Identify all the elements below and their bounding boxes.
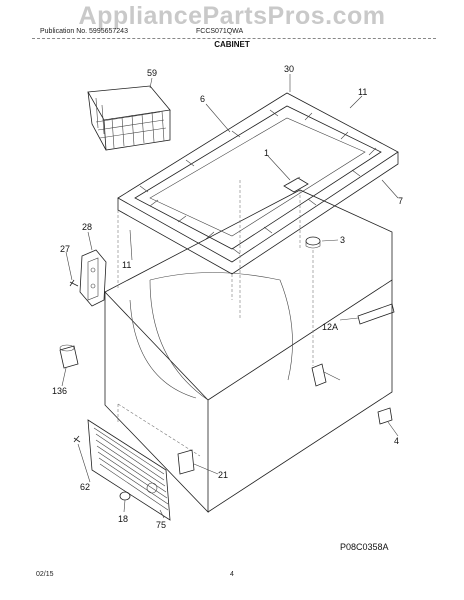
screw-part-27	[69, 279, 79, 287]
callout-11-upper: 11	[358, 87, 367, 97]
drain-fitting-part	[311, 250, 341, 387]
publication-number: Publication No. 5995657243	[40, 28, 128, 35]
model-number: FCCS071QWA	[196, 28, 244, 35]
callout-7: 7	[398, 196, 403, 206]
page-number: 4	[230, 571, 234, 578]
header-divider	[32, 38, 436, 39]
thermostat-knob-part	[305, 236, 321, 249]
figure-code: P08C0358A	[340, 542, 389, 552]
callout-18: 18	[118, 514, 128, 524]
callout-28: 28	[82, 222, 92, 232]
callout-62: 62	[80, 482, 90, 492]
section-title: CABINET	[214, 40, 250, 49]
cabinet-body	[104, 180, 393, 513]
callout-21: 21	[218, 470, 228, 480]
screw-part-62	[73, 435, 81, 443]
callout-136: 136	[52, 386, 67, 396]
hinge-part	[79, 249, 107, 307]
footer-date: 02/15	[36, 571, 54, 578]
drain-cap-part	[59, 344, 79, 369]
leader-lines	[61, 74, 399, 519]
lid-gasket-frame	[117, 92, 399, 275]
grille-part	[87, 419, 171, 521]
callout-3: 3	[340, 235, 345, 245]
callout-59: 59	[147, 68, 157, 78]
callout-1: 1	[264, 148, 269, 158]
watermark-text: AppliancePartsPros.com	[78, 2, 386, 30]
plug-part-18	[119, 491, 131, 501]
callout-4: 4	[394, 436, 399, 446]
basket-part	[87, 85, 171, 151]
callout-27: 27	[60, 244, 70, 254]
leveling-leg-part	[377, 407, 393, 425]
callout-75: 75	[156, 520, 166, 530]
callout-6: 6	[200, 94, 205, 104]
callout-12a: 12A	[322, 322, 338, 332]
callout-11-lower: 11	[122, 260, 131, 270]
callout-30: 30	[284, 64, 294, 74]
nameplate-part	[357, 303, 395, 325]
lock-part	[283, 176, 309, 193]
compressor-bracket-part	[117, 403, 201, 475]
